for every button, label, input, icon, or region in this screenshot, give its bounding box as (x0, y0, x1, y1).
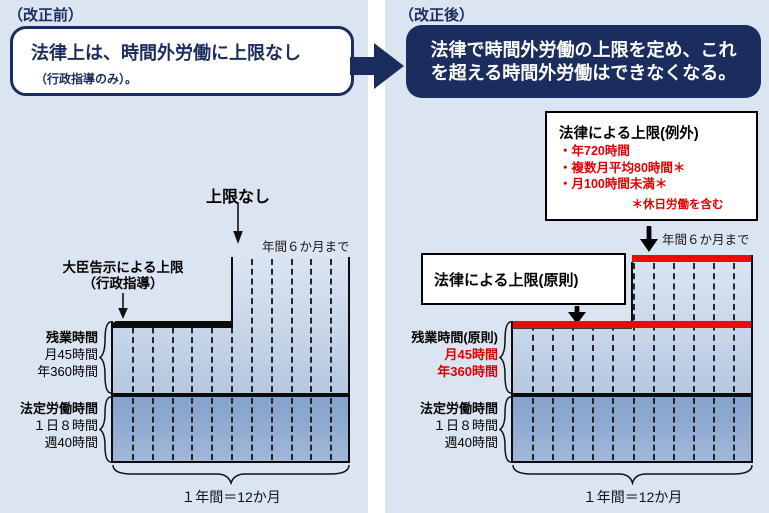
month-gridline (310, 259, 313, 392)
month-gridline (692, 398, 695, 460)
exception-item: ・年720時間 (559, 144, 630, 158)
overtime-hours-label: 残業時間 月45時間 年360時間 (37, 330, 98, 379)
month-gridline (592, 398, 595, 460)
before-header: （改正前） (8, 7, 84, 24)
before-statutory-area (112, 397, 350, 461)
six-months-label: 年間６か月まで (262, 240, 350, 254)
year-span-label: １年間＝12か月 (582, 489, 683, 505)
month-gridline (612, 398, 615, 460)
before-callout-box: 法律上は、時間外労働に上限なし （行政指導のみ）。 (10, 26, 354, 96)
month-gridline (231, 398, 233, 460)
month-gridline (310, 398, 313, 460)
statutory-hours-label: 法定労働時間 １日８時間 週40時間 (19, 401, 98, 450)
month-gridline (572, 398, 575, 460)
month-gridline (732, 398, 735, 460)
principle-limit-box: 法律による上限(原則) (421, 253, 626, 305)
transform-arrow-icon (350, 43, 404, 89)
exception-limit-line (632, 255, 753, 262)
before-callout-line2: （行政指導のみ）。 (35, 72, 138, 86)
brace-icon (499, 321, 512, 394)
month-gridline (652, 398, 655, 460)
minister-limit-line (112, 321, 232, 328)
principle-limit-title: 法律による上限(原則) (434, 271, 579, 289)
exception-limit-title: 法律による上限(例外) (559, 126, 699, 142)
chart-border (511, 321, 513, 463)
month-gridline (270, 398, 273, 460)
year-brace-icon (112, 464, 350, 485)
statutory-hours-label: 法定労働時間 １日８時間 週40時間 (419, 401, 498, 450)
no-limit-label: 上限なし (205, 189, 270, 206)
brace-icon (499, 396, 512, 463)
after-callout-line1: 法律で時間外労働の上限を定め、これ (430, 40, 737, 60)
brace-icon (99, 321, 112, 394)
after-statutory-area (512, 397, 753, 461)
brace-icon (99, 396, 112, 463)
bold-down-arrow-icon (568, 306, 586, 324)
chart-border (512, 461, 753, 463)
after-header: （改正後） (399, 7, 475, 24)
month-gridline (330, 398, 333, 460)
minister-limit-label: 大臣告示による上限 （行政指導） (43, 260, 203, 292)
down-arrow-icon (233, 202, 243, 244)
after-callout-box: 法律で時間外労働の上限を定め、これ を超える時間外労働はできなくなる。 (406, 25, 761, 98)
month-gridline (532, 398, 535, 460)
principle-limit-line (512, 321, 753, 328)
minister-limit-line1: 大臣告示による上限 (62, 260, 184, 275)
exception-limit-box: 法律による上限(例外) ・年720時間 ・複数月平均80時間＊ ・月100時間未… (545, 111, 758, 221)
six-months-label: 年間６か月まで (662, 233, 750, 247)
month-gridline (250, 259, 253, 392)
minister-limit-line2: （行政指導） (82, 276, 164, 291)
year-brace-icon (512, 464, 753, 485)
month-gridline (290, 259, 293, 392)
month-gridline (131, 398, 134, 460)
month-gridline (552, 398, 555, 460)
month-gridline (151, 398, 154, 460)
exception-item: ・月100時間未満＊ (559, 177, 668, 191)
chart-border (348, 257, 350, 463)
before-callout-line1: 法律上は、時間外労働に上限なし (31, 43, 301, 63)
down-arrow-icon (118, 293, 128, 319)
bold-down-arrow-icon (640, 226, 658, 252)
exception-note: ＊休日労働を含む (631, 198, 724, 211)
month-gridline (712, 398, 715, 460)
year-span-label: １年間＝12か月 (181, 489, 281, 505)
exception-item: ・複数月平均80時間＊ (559, 160, 686, 175)
month-gridline (632, 398, 635, 460)
month-gridline (290, 398, 293, 460)
after-callout-line2: を超える時間外労働はできなくなる。 (430, 63, 737, 83)
chart-border (111, 321, 113, 463)
month-gridline (171, 398, 174, 460)
month-gridline (250, 398, 253, 460)
month-gridline (672, 398, 675, 460)
month-gridline (270, 259, 273, 392)
chart-border (751, 255, 753, 463)
band-divider (512, 393, 753, 397)
overtime-hours-label: 残業時間(原則) 月45時間 年360時間 (411, 330, 498, 379)
band-divider (112, 393, 350, 397)
month-gridline (191, 398, 194, 460)
chart-topline (512, 328, 632, 329)
chart-step-border (631, 262, 633, 321)
chart-step-border (231, 257, 233, 328)
month-gridline (211, 398, 214, 460)
month-gridline (330, 259, 333, 392)
chart-border (112, 461, 350, 463)
